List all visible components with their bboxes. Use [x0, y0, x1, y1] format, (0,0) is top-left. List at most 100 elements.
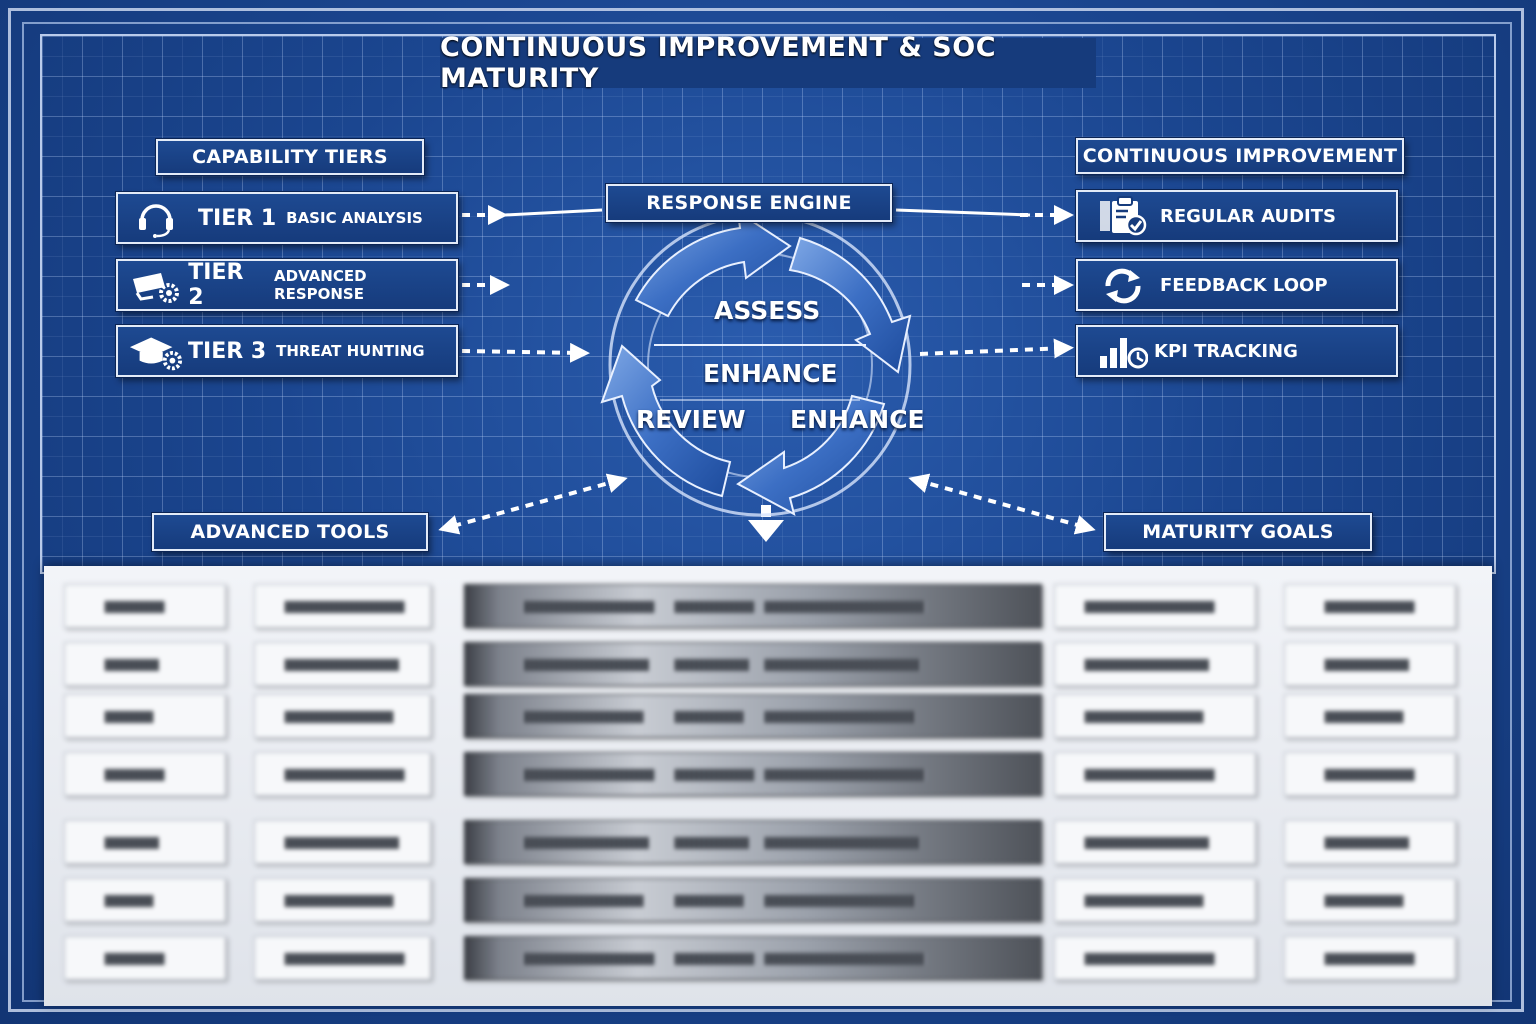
blurred-text-mark	[765, 601, 925, 613]
blurred-cell	[1284, 694, 1456, 738]
blurred-cell	[1054, 694, 1256, 738]
tier-2-number: TIER 2	[188, 260, 244, 310]
blurred-text-mark	[675, 659, 749, 671]
blurred-cell	[464, 878, 1042, 922]
blurred-text-mark	[105, 953, 165, 965]
cycle-arrows-icon	[1092, 265, 1154, 305]
tier-2-box: TIER 2 ADVANCED RESPONSE	[116, 259, 458, 311]
blurred-text-mark	[1325, 711, 1403, 723]
blurred-cell	[1284, 752, 1456, 796]
tier-2-label: ADVANCED RESPONSE	[274, 267, 367, 303]
blurred-cell	[254, 936, 431, 980]
blurred-text-mark	[1085, 769, 1215, 781]
blurred-cell	[1284, 584, 1456, 628]
blurred-text-mark	[1085, 601, 1215, 613]
cycle-label-enhance-right: ENHANCE	[790, 405, 925, 434]
tier-3-box: TIER 3 THREAT HUNTING	[116, 325, 458, 377]
camera-gear-icon	[128, 265, 182, 305]
tier1-to-engine-line	[504, 208, 603, 217]
blurred-text-mark	[525, 953, 655, 965]
blurred-text-mark	[765, 837, 919, 849]
blurred-cell	[464, 936, 1042, 980]
blurred-text-mark	[525, 769, 655, 781]
feedback-loop-box: FEEDBACK LOOP	[1076, 259, 1398, 311]
blurred-text-mark	[525, 711, 643, 723]
blurred-cell	[64, 936, 226, 980]
blurred-cell	[1054, 584, 1256, 628]
blurred-cell	[464, 584, 1042, 628]
blurred-cell	[1284, 878, 1456, 922]
maturity-goals-header: MATURITY GOALS	[1104, 513, 1372, 551]
blurred-text-mark	[675, 769, 755, 781]
blurred-text-mark	[1085, 895, 1203, 907]
blurred-text-mark	[1085, 711, 1203, 723]
blurred-cell	[464, 820, 1042, 864]
response-engine-header: RESPONSE ENGINE	[606, 184, 892, 222]
cycle-arrow-bottom	[736, 394, 886, 516]
blurred-text-mark	[285, 837, 399, 849]
blurred-text-mark	[285, 711, 393, 723]
blurred-text-mark	[285, 659, 399, 671]
blurred-text-mark	[525, 895, 643, 907]
blurred-text-mark	[1085, 837, 1209, 849]
blurred-text-mark	[105, 837, 159, 849]
kpi-tracking-label: KPI TRACKING	[1154, 340, 1298, 362]
blurred-cell	[464, 752, 1042, 796]
cycle-label-enhance-center: ENHANCE	[703, 359, 838, 388]
tier-connectors	[461, 205, 590, 363]
tier-3-number: TIER 3	[188, 338, 267, 364]
regular-audits-label: REGULAR AUDITS	[1160, 205, 1336, 227]
headset-icon	[128, 198, 184, 238]
clipboard-check-icon	[1092, 196, 1154, 236]
blurred-text-mark	[105, 711, 153, 723]
tier-1-label: BASIC ANALYSIS	[286, 209, 423, 227]
blurred-text-mark	[285, 953, 405, 965]
blurred-text-mark	[105, 601, 165, 613]
blurred-text-mark	[675, 953, 755, 965]
blurred-text-mark	[765, 953, 925, 965]
blurred-text-mark	[525, 837, 649, 849]
blurred-cell	[1054, 878, 1256, 922]
blurred-text-mark	[1325, 601, 1415, 613]
blurred-text-mark	[1325, 837, 1409, 849]
blurred-text-mark	[1325, 895, 1403, 907]
blurred-row	[44, 580, 1492, 630]
blurred-cell	[254, 642, 431, 686]
blurred-text-mark	[285, 895, 393, 907]
cycle-arrow-right	[788, 236, 912, 374]
blurred-cell	[254, 820, 431, 864]
tier-1-box: TIER 1 BASIC ANALYSIS	[116, 192, 458, 244]
blurred-text-mark	[105, 659, 159, 671]
cycle-label-assess: ASSESS	[714, 296, 821, 325]
blurred-cell	[254, 752, 431, 796]
blurred-cell	[64, 694, 226, 738]
tools-connector	[438, 473, 628, 535]
blurred-text-mark	[1085, 953, 1215, 965]
blurred-text-mark	[675, 895, 743, 907]
tier-1-number: TIER 1	[198, 205, 277, 231]
advanced-tools-header: ADVANCED TOOLS	[152, 513, 428, 551]
blurred-cell	[64, 584, 226, 628]
outer-frame	[8, 8, 1524, 1012]
blurred-cell	[1284, 642, 1456, 686]
blurred-cell	[1054, 936, 1256, 980]
capability-tiers-header: CAPABILITY TIERS	[156, 139, 424, 175]
blurred-table-panel	[44, 566, 1492, 1006]
blurred-cell	[464, 694, 1042, 738]
cycle-arrow-left	[600, 344, 732, 498]
tier3-connector	[461, 342, 590, 363]
regular-audits-box: REGULAR AUDITS	[1076, 190, 1398, 242]
blurred-cell	[64, 752, 226, 796]
goals-connector	[908, 473, 1096, 535]
blurred-cell	[1284, 820, 1456, 864]
page-title: CONTINUOUS IMPROVEMENT & SOC MATURITY	[440, 32, 1096, 94]
blurred-text-mark	[105, 895, 153, 907]
blurred-cell	[464, 642, 1042, 686]
blurred-cell	[254, 878, 431, 922]
blurred-text-mark	[1325, 659, 1409, 671]
blurred-text-mark	[675, 711, 743, 723]
tier-3-label: THREAT HUNTING	[276, 342, 425, 360]
blurred-text-mark	[1085, 659, 1209, 671]
